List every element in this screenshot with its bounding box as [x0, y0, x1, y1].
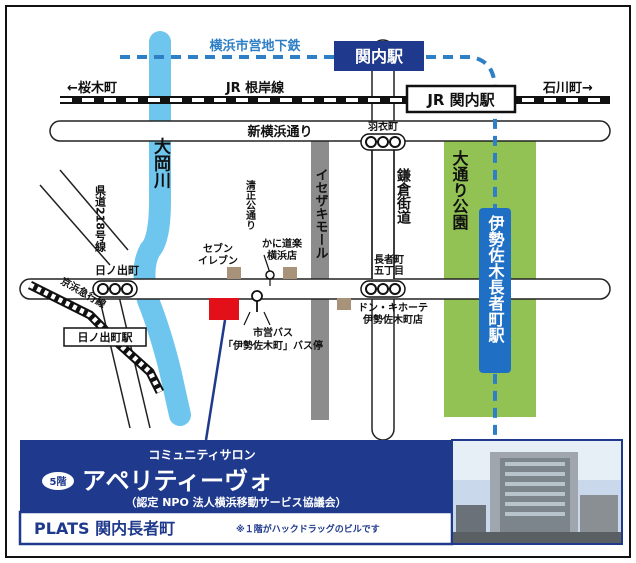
kani-doraku-label: かに道楽横浜店 — [262, 237, 303, 262]
ooka-river — [133, 31, 191, 426]
donki-label: ドン・キホーテ伊勢佐木町店 — [358, 302, 428, 326]
road-218-b — [59, 169, 129, 251]
bus-stop-label: 市営バス「伊勢佐木町」バス停 — [223, 326, 323, 352]
road-sw-a — [97, 291, 131, 429]
hagoromo-label: 羽衣町 — [368, 120, 398, 133]
jr-kannai-station-label: JR 関内駅 — [426, 91, 495, 109]
direction-right-label: 石川町→ — [542, 81, 593, 96]
subway-line-label: 横浜市営地下鉄 — [209, 38, 300, 54]
kamakura-crossing-mid — [373, 141, 393, 279]
kannai-station-label: 関内駅 — [355, 47, 404, 66]
signal-hagoromo — [360, 133, 406, 151]
kani-pin-head — [265, 270, 275, 280]
lower-main-road — [19, 278, 611, 300]
isezakichojamachi-station-box — [479, 208, 511, 373]
hinodecho-station-label: 日ノ出町駅 — [78, 330, 133, 344]
building-note: ※１階がハックドラッグのビルです — [236, 523, 380, 535]
seven-eleven-marker — [227, 267, 241, 279]
donki-marker — [337, 298, 351, 310]
hinodecho-station-box — [63, 327, 147, 347]
shin-yokohama-dori — [49, 120, 611, 142]
bus-stop-pointer — [243, 311, 271, 326]
info-panel — [20, 440, 452, 512]
kamakura-kaido-label: 鎌倉街道 — [395, 167, 412, 225]
direction-left-label: ←桜木町 — [67, 80, 117, 96]
destination-pointer — [204, 319, 227, 441]
destination-marker — [209, 298, 239, 320]
building-photo-frame — [451, 439, 623, 545]
chojamachi-5-label: 長者町五丁目 — [374, 253, 404, 277]
jr-line-label: JR 根岸線 — [225, 80, 285, 96]
building-name: PLATS 関内長者町 — [34, 519, 175, 538]
seven-eleven-label: セブンイレブン — [198, 242, 238, 267]
jr-kannai-station-box — [405, 84, 517, 114]
bus-stop-icon — [251, 290, 263, 312]
kannai-station-box — [334, 41, 424, 71]
hinodecho-label: 日ノ出町 — [95, 263, 139, 277]
ooka-river-label: 大岡川 — [150, 136, 172, 189]
kani-doraku-marker — [283, 267, 297, 279]
info-subtitle: コミュニティサロン — [148, 448, 255, 462]
building-photo — [452, 440, 622, 544]
floor-badge — [42, 472, 74, 490]
odori-park-label: 大通り公園 — [450, 149, 469, 231]
road-218-a — [39, 184, 111, 266]
facility-name: アペリティーヴォ — [82, 467, 272, 495]
isezaki-mall-label: イセザキモール — [313, 168, 329, 259]
shin-yokohama-dori-label: 新横浜通り — [247, 124, 312, 140]
kiyomasa-dori-label: 清正公通り — [244, 179, 256, 230]
isezaki-mall-band — [311, 135, 329, 420]
organization-name: （認定 NPO 法人横浜移動サービス協議会） — [125, 495, 346, 509]
prefectural-road-label: 県道218号線 — [94, 185, 107, 253]
floor-label: 5階 — [50, 475, 67, 488]
signal-hinodecho — [92, 280, 138, 298]
building-panel — [18, 510, 454, 546]
signal-chojamachi — [360, 280, 406, 298]
isezakichojamachi-station-label: 伊勢佐木長者町駅 — [486, 214, 506, 344]
